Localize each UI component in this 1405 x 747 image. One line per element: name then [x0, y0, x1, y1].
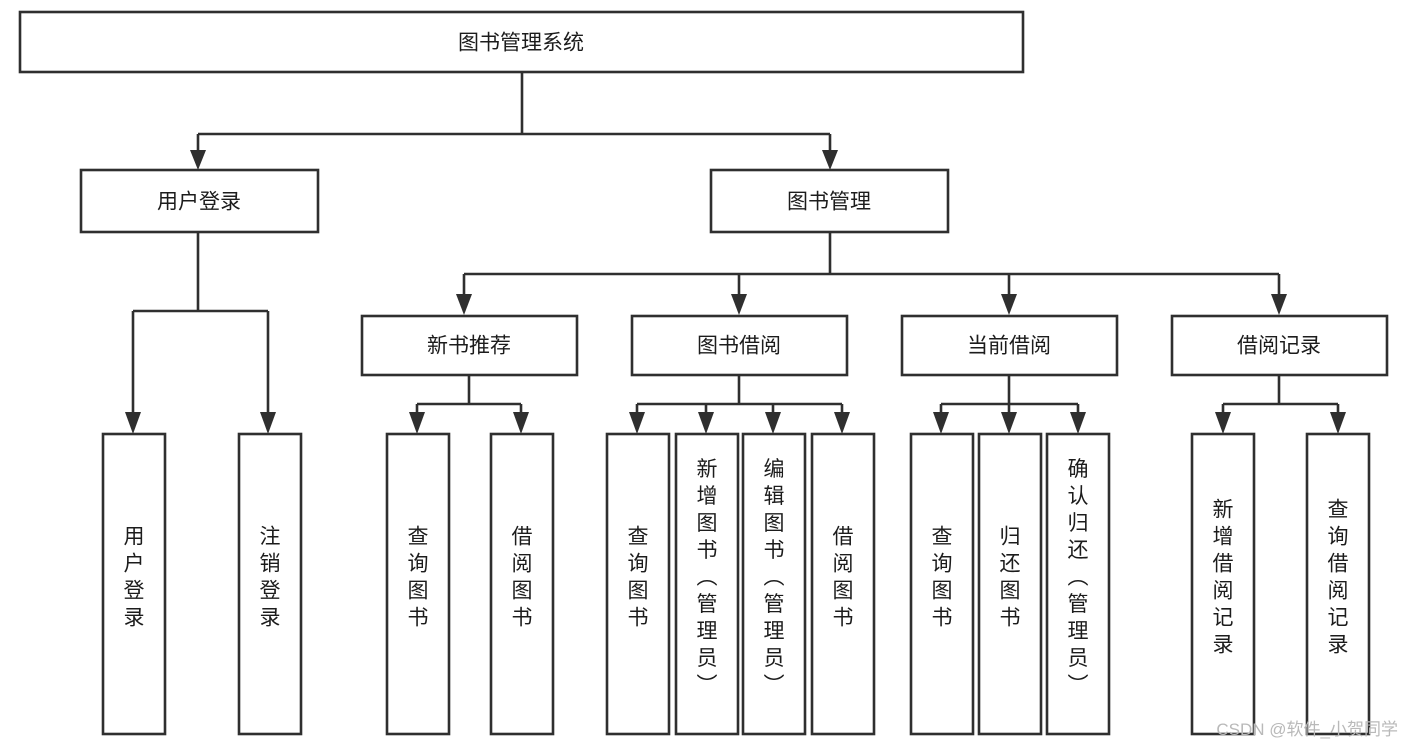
leaf-bookborrow-add-label: 新增图书︵管理员︶ [697, 458, 718, 697]
leaf-node[interactable]: 借阅图书 [810, 432, 876, 736]
leaf-bookborrow-edit-label: 编辑图书︵管理员︶ [764, 458, 785, 697]
node-user-login[interactable]: 用户登录 [79, 168, 320, 234]
leaf-user-login-box[interactable] [101, 432, 167, 736]
arrow-head-userlogin-2 [260, 412, 276, 434]
node-current-borrow-label: 当前借阅 [967, 335, 1051, 358]
arrow-head-borrowrecord-2 [1330, 412, 1346, 434]
node-new-book-recommend-box[interactable] [360, 314, 579, 377]
node-book-borrow-label: 图书借阅 [697, 335, 781, 358]
arrow-head-bookborrow-1 [629, 412, 645, 434]
arrow-head-currentborrow-1 [933, 412, 949, 434]
arrow-head-currentborrow-2 [1001, 412, 1017, 434]
arrow-head-bookmanage-4 [1271, 294, 1287, 315]
leaf-currentborrow-query-label: 查询图书 [932, 526, 953, 630]
leaf-node[interactable]: 编辑图书︵管理员︶ [741, 432, 807, 736]
arrow-head-root-1 [190, 150, 206, 170]
leaf-bookborrow-borrow-box[interactable] [810, 432, 876, 736]
arrow-head-bookmanage-1 [456, 294, 472, 315]
leaf-currentborrow-confirm-box[interactable] [1045, 432, 1111, 736]
leaf-borrowrecord-query-box[interactable] [1305, 432, 1371, 736]
leaf-bookborrow-borrow-label: 借阅图书 [833, 526, 854, 630]
node-user-login-label: 用户登录 [157, 191, 241, 214]
arrow-head-bookmanage-2 [731, 294, 747, 315]
leaf-newbook-query-label: 查询图书 [408, 526, 429, 630]
leaf-node[interactable]: 确认归还︵管理员︶ [1045, 432, 1111, 736]
connector-group-borrow-record [1215, 375, 1346, 434]
leaf-node[interactable]: 查询图书 [909, 432, 975, 736]
leaf-logout-label: 注销登录 [260, 526, 281, 630]
arrow-head-userlogin-1 [125, 412, 141, 434]
leaf-bookborrow-add-box[interactable] [674, 432, 740, 736]
node-borrow-record-box[interactable] [1170, 314, 1389, 377]
arrow-head-bookborrow-4 [834, 412, 850, 434]
leaf-currentborrow-query-box[interactable] [909, 432, 975, 736]
leaf-borrowrecord-query-label: 查询借阅记录 [1328, 499, 1349, 657]
connector-group-root [190, 72, 838, 170]
leaf-node[interactable]: 借阅图书 [489, 432, 555, 736]
node-current-borrow[interactable]: 当前借阅 [900, 314, 1119, 377]
arrow-head-bookborrow-2 [698, 412, 714, 434]
arrow-head-bookborrow-3 [765, 412, 781, 434]
arrow-head-bookmanage-3 [1001, 294, 1017, 315]
connector-group-current-borrow [933, 375, 1086, 434]
leaf-newbook-borrow-label: 借阅图书 [512, 526, 533, 630]
leaf-currentborrow-return-box[interactable] [977, 432, 1043, 736]
leaf-user-login-label: 用户登录 [124, 526, 145, 630]
leaf-borrowrecord-add-label: 新增借阅记录 [1213, 499, 1234, 657]
leaf-node[interactable]: 查询借阅记录 [1305, 432, 1371, 736]
leaf-node[interactable]: 新增借阅记录 [1190, 432, 1256, 736]
leaf-node[interactable]: 归还图书 [977, 432, 1043, 736]
node-book-borrow-box[interactable] [630, 314, 849, 377]
leaf-borrowrecord-add-box[interactable] [1190, 432, 1256, 736]
leaf-newbook-borrow-box[interactable] [489, 432, 555, 736]
node-root[interactable]: 图书管理系统 [18, 10, 1025, 74]
arrow-head-currentborrow-3 [1070, 412, 1086, 434]
leaf-currentborrow-confirm-label: 确认归还︵管理员︶ [1068, 458, 1089, 697]
connector-group-new-book [409, 375, 529, 434]
connector-group-book-borrow [629, 375, 850, 434]
arrow-head-newbook-1 [409, 412, 425, 434]
node-book-manage[interactable]: 图书管理 [709, 168, 950, 234]
leaf-currentborrow-return-label: 归还图书 [1000, 526, 1021, 630]
node-root-label: 图书管理系统 [458, 32, 584, 55]
connector-group-book-manage [456, 232, 1287, 315]
leaf-bookborrow-edit-box[interactable] [741, 432, 807, 736]
leaf-node[interactable]: 查询图书 [385, 432, 451, 736]
arrow-head-newbook-2 [513, 412, 529, 434]
node-new-book-recommend[interactable]: 新书推荐 [360, 314, 579, 377]
leaf-node[interactable]: 用户登录 [101, 432, 167, 736]
node-root-box[interactable] [18, 10, 1025, 74]
leaf-newbook-query-box[interactable] [385, 432, 451, 736]
arrow-head-borrowrecord-1 [1215, 412, 1231, 434]
node-user-login-box[interactable] [79, 168, 320, 234]
connector-group-user-login [125, 232, 276, 434]
node-borrow-record[interactable]: 借阅记录 [1170, 314, 1389, 377]
leaf-node[interactable]: 查询图书 [605, 432, 671, 736]
node-book-manage-label: 图书管理 [787, 191, 871, 214]
node-current-borrow-box[interactable] [900, 314, 1119, 377]
node-book-borrow[interactable]: 图书借阅 [630, 314, 849, 377]
leaf-node[interactable]: 新增图书︵管理员︶ [674, 432, 740, 736]
leaf-bookborrow-query-box[interactable] [605, 432, 671, 736]
node-book-manage-box[interactable] [709, 168, 950, 234]
arrow-head-root-2 [822, 150, 838, 170]
leaf-logout-box[interactable] [237, 432, 303, 736]
node-new-book-recommend-label: 新书推荐 [427, 335, 511, 358]
leaf-bookborrow-query-label: 查询图书 [628, 526, 649, 630]
watermark-label: CSDN @软件_小贺同学 [1216, 720, 1398, 739]
leaf-node[interactable]: 注销登录 [237, 432, 303, 736]
node-borrow-record-label: 借阅记录 [1237, 335, 1321, 358]
